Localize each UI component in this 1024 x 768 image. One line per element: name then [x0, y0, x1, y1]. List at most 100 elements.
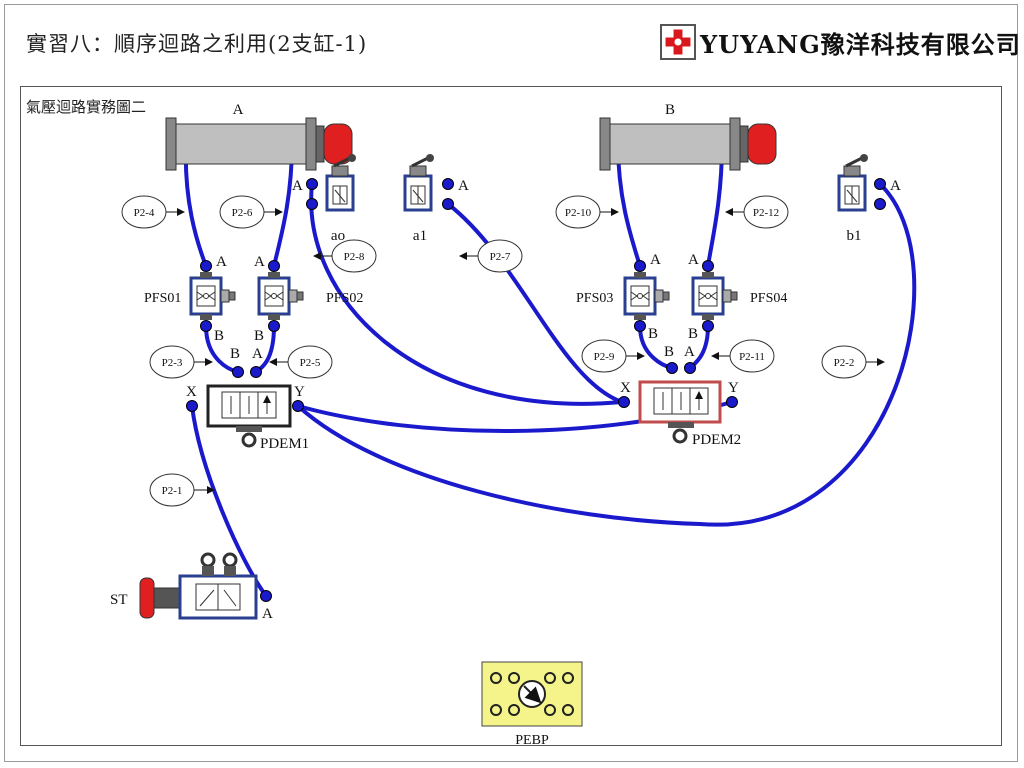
svg-text:P2-3: P2-3 — [162, 357, 183, 369]
pipe-joint — [186, 400, 198, 412]
pipe-joint — [442, 178, 454, 190]
valve-pfs01-label: PFS01 — [144, 291, 181, 306]
pipe-joint — [726, 396, 738, 408]
svg-text:P2-9: P2-9 — [594, 351, 615, 363]
pipe-joint — [306, 178, 318, 190]
pipe-joint — [442, 198, 454, 210]
port-label-pfs03-b: B — [648, 326, 658, 342]
valve-st-label: ST — [110, 592, 128, 608]
outer-frame — [4, 4, 1018, 762]
port-label-pdem2-b: B — [664, 344, 674, 360]
pipe-joint — [306, 198, 318, 210]
pipe-joint — [702, 260, 714, 272]
port-label-pfs02-b: B — [254, 328, 264, 344]
pipe-p2-2 — [296, 182, 917, 527]
cylinder-b — [599, 117, 777, 171]
svg-text:P2-11: P2-11 — [739, 351, 765, 363]
page-title: 實習八：順序迴路之利用(2支缸-1) — [26, 32, 368, 56]
port-label-a1-a: A — [458, 178, 469, 194]
valve-pfs03 — [623, 270, 671, 322]
port-label-pfs02-a: A — [254, 254, 265, 270]
valve-a1-label: a1 — [413, 228, 427, 244]
port-label-pfs04-b: B — [688, 326, 698, 342]
pipe-joint — [268, 260, 280, 272]
port-label-pfs03-a: A — [650, 252, 661, 268]
pipe-tag-p2-6: P2-6 — [219, 195, 283, 229]
svg-text:P2-5: P2-5 — [300, 357, 321, 369]
port-label-pdem2-x: X — [620, 380, 631, 396]
brand-name: YUYANG豫洋科技有限公司 — [700, 29, 1021, 59]
diagram-subtitle: 氣壓迴路實務圖二 — [26, 98, 147, 116]
pipe-joint — [260, 590, 272, 602]
valve-b1 — [837, 152, 870, 212]
pipe-p2-8 — [309, 183, 623, 406]
port-label-pdem2-a: A — [684, 344, 695, 360]
svg-text:P2-4: P2-4 — [134, 207, 155, 219]
pipe-tag-p2-5: P2-5 — [269, 345, 333, 379]
port-label-b1-a: A — [890, 178, 901, 194]
port-label-pdem1-y: Y — [294, 384, 305, 400]
port-label-ao-a: A — [292, 178, 303, 194]
valve-pfs03-label: PFS03 — [576, 291, 613, 306]
pipe-p2-7 — [446, 202, 623, 404]
pipe-joint — [634, 320, 646, 332]
port-label-pdem1-x: X — [186, 384, 197, 400]
port-label-pdem1-a: A — [252, 346, 263, 362]
yuyang-logo-icon — [660, 24, 696, 60]
pipe-tag-p2-10: P2-10 — [555, 195, 619, 229]
svg-text:P2-7: P2-7 — [490, 251, 511, 263]
port-label-pfs04-a: A — [688, 252, 699, 268]
pebp-gauge-plate — [481, 661, 583, 727]
pipe-joint — [684, 362, 696, 374]
pipe-tag-p2-12: P2-12 — [725, 195, 789, 229]
pipe-tag-p2-2: P2-2 — [821, 345, 885, 379]
valve-a1 — [403, 152, 436, 212]
valve-pdem2-label: PDEM2 — [692, 432, 741, 448]
svg-text:P2-8: P2-8 — [344, 251, 365, 263]
cylinder-b-label: B — [665, 102, 675, 118]
valve-pdem1 — [206, 384, 292, 448]
pipe-joint — [634, 260, 646, 272]
pipe-joint — [292, 400, 304, 412]
valve-pdem1-label: PDEM1 — [260, 436, 309, 452]
port-label-pfs01-b: B — [214, 328, 224, 344]
pipe-tag-p2-11: P2-11 — [711, 339, 775, 373]
port-label-pdem1-b: B — [230, 346, 240, 362]
valve-b1-label: b1 — [847, 228, 862, 244]
pipe-joint — [874, 198, 886, 210]
pipe-tag-p2-8: P2-8 — [313, 239, 377, 273]
valve-pfs02-label: PFS02 — [326, 291, 363, 306]
port-label-pdem2-y: Y — [728, 380, 739, 396]
pipe-tag-p2-1: P2-1 — [149, 473, 215, 507]
valve-ao-label: ao — [331, 228, 345, 244]
cylinder-a-label: A — [233, 102, 244, 118]
pipe-joint — [618, 396, 630, 408]
diagram-panel — [20, 86, 1002, 746]
pipe-tag-p2-9: P2-9 — [581, 339, 645, 373]
pipe-tag-p2-3: P2-3 — [149, 345, 213, 379]
pipe-joint — [702, 320, 714, 332]
pipe-tag-p2-4: P2-4 — [121, 195, 185, 229]
port-label-st-a: A — [262, 606, 273, 622]
svg-text:P2-12: P2-12 — [753, 207, 779, 219]
valve-pfs04 — [691, 270, 739, 322]
pebp-label: PEBP — [515, 733, 549, 748]
valve-pfs01 — [189, 270, 237, 322]
pipe-tag-p2-7: P2-7 — [459, 239, 523, 273]
valve-pdem2 — [638, 380, 722, 444]
pipe-joint — [666, 362, 678, 374]
pipe-joint — [874, 178, 886, 190]
brand: YUYANG豫洋科技有限公司 — [660, 22, 1021, 62]
pipe-joint — [268, 320, 280, 332]
valve-pfs04-label: PFS04 — [750, 291, 787, 306]
svg-text:P2-2: P2-2 — [834, 357, 855, 369]
cylinder-a — [165, 117, 353, 171]
port-label-pfs01-a: A — [216, 254, 227, 270]
svg-text:P2-6: P2-6 — [232, 207, 253, 219]
pipe-joint — [200, 320, 212, 332]
pipe-joint — [232, 366, 244, 378]
valve-st — [139, 552, 258, 620]
pipe-joint — [250, 366, 262, 378]
pipe-joint — [200, 260, 212, 272]
